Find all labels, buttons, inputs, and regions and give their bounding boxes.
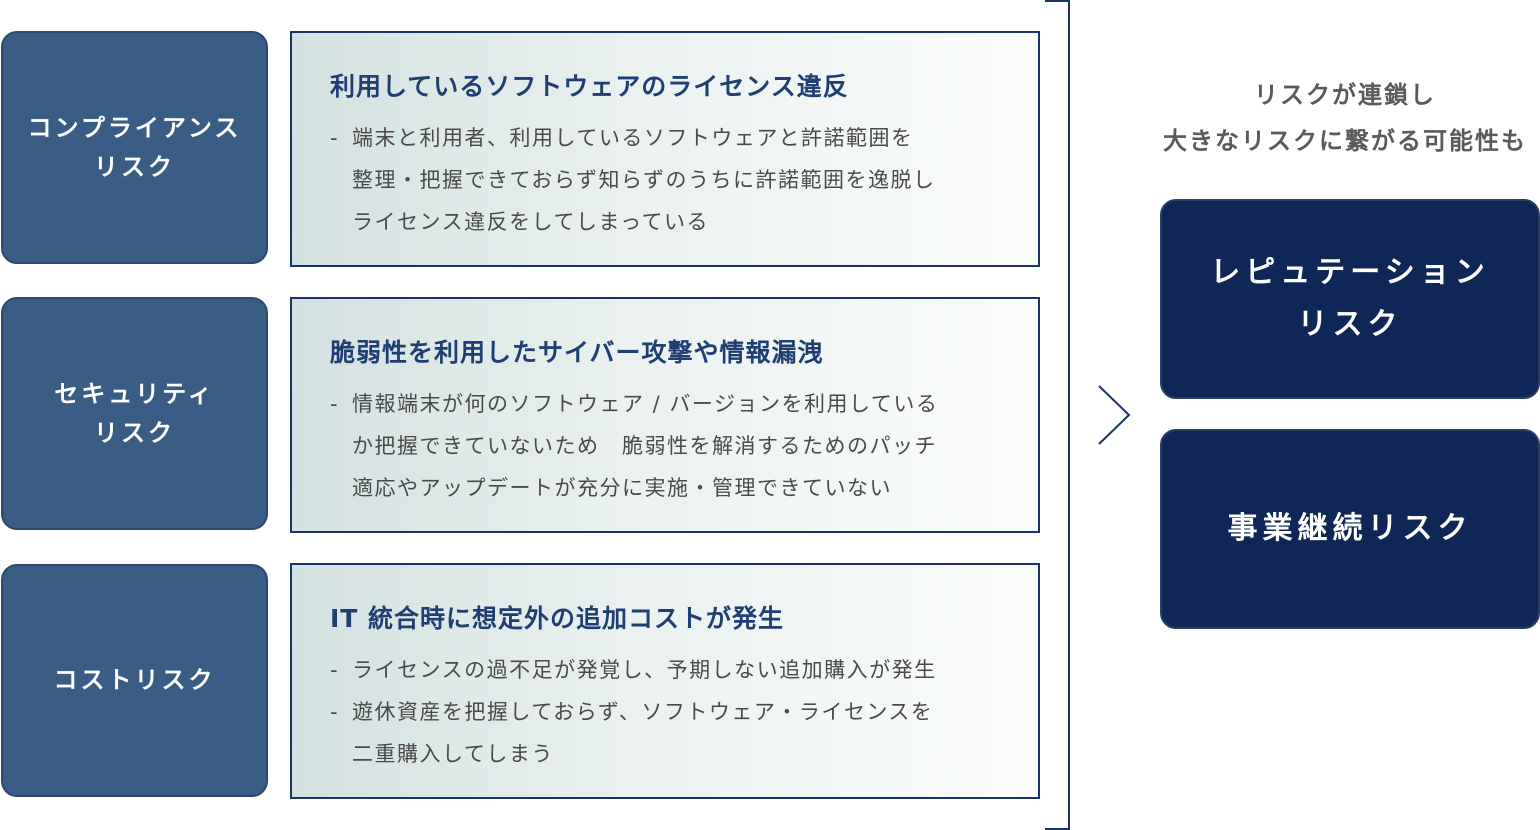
- result-label-line2: リスク: [1297, 307, 1403, 342]
- description-compliance: 利用しているソフトウェアのライセンス違反 - 端末と利用者、利用しているソフトウ…: [290, 31, 1040, 267]
- category-label-line2: リスク: [94, 418, 175, 447]
- category-label-line1: セキュリティ: [54, 379, 215, 408]
- description-text: ライセンスの過不足が発覚し、予期しない追加購入が発生: [352, 658, 937, 682]
- description-item: - 遊休資産を把握しておらず、ソフトウェア・ライセンスを 二重購入してしまう: [330, 691, 1002, 775]
- category-security-risk: セキュリティ リスク: [1, 297, 268, 530]
- description-item: - ライセンスの過不足が発覚し、予期しない追加購入が発生: [330, 649, 1002, 691]
- description-title: IT 統合時に想定外の追加コストが発生: [330, 604, 785, 633]
- result-label-line1: 事業継続リスク: [1227, 511, 1473, 546]
- note-line1: リスクが連鎖し: [1254, 81, 1436, 109]
- chain-risk-note: リスクが連鎖し 大きなリスクに繋がる可能性も: [1150, 72, 1540, 164]
- category-label-line1: コストリスク: [53, 666, 216, 694]
- category-label-line1: コンプライアンス: [27, 113, 242, 142]
- description-security: 脆弱性を利用したサイバー攻撃や情報漏洩 - 情報端末が何のソフトウェア / バー…: [290, 297, 1040, 533]
- description-text: 情報端末が何のソフトウェア / バージョンを利用している か把握できていないため…: [352, 392, 939, 500]
- bullet-dash: -: [330, 126, 340, 150]
- bullet-dash: -: [330, 392, 340, 416]
- result-label-line1: レピュテーション: [1210, 255, 1490, 290]
- category-cost-risk: コストリスク: [1, 564, 268, 797]
- note-line2: 大きなリスクに繋がる可能性も: [1163, 127, 1527, 155]
- description-item: - 情報端末が何のソフトウェア / バージョンを利用している か把握できていない…: [330, 383, 1002, 509]
- bullet-dash: -: [330, 658, 340, 682]
- description-text: 端末と利用者、利用しているソフトウェアと許諾範囲を 整理・把握できておらず知らず…: [352, 126, 936, 234]
- description-item: - 端末と利用者、利用しているソフトウェアと許諾範囲を 整理・把握できておらず知…: [330, 117, 1002, 243]
- description-title: 脆弱性を利用したサイバー攻撃や情報漏洩: [330, 338, 824, 367]
- right-bracket-icon: [1045, 0, 1070, 830]
- description-title: 利用しているソフトウェアのライセンス違反: [330, 72, 849, 101]
- description-text: 遊休資産を把握しておらず、ソフトウェア・ライセンスを 二重購入してしまう: [352, 700, 934, 766]
- category-compliance-risk: コンプライアンス リスク: [1, 31, 268, 264]
- result-business-continuity-risk: 事業継続リスク: [1160, 429, 1540, 629]
- category-label-line2: リスク: [94, 152, 175, 181]
- result-reputation-risk: レピュテーション リスク: [1160, 199, 1540, 399]
- bullet-dash: -: [330, 700, 340, 724]
- chevron-right-icon: [1098, 385, 1131, 445]
- description-cost: IT 統合時に想定外の追加コストが発生 - ライセンスの過不足が発覚し、予期しな…: [290, 563, 1040, 799]
